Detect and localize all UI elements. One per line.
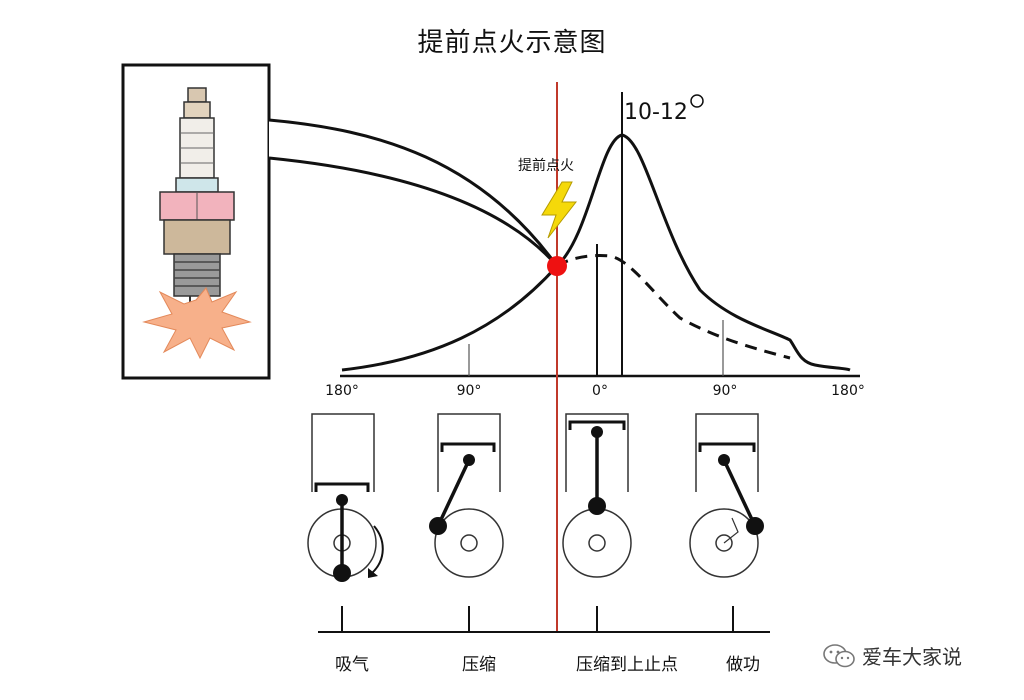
pressure-curve [341, 133, 851, 372]
motoring-curve [556, 254, 791, 360]
compression-stroke-diagram [429, 413, 504, 578]
watermark: 爱车大家说 [822, 641, 962, 670]
power-stroke-diagram [689, 413, 764, 578]
stroke-label-power: 做功 [726, 655, 760, 675]
watermark-text: 爱车大家说 [862, 645, 962, 669]
intake-stroke-diagram [307, 413, 384, 582]
explosion-icon [142, 287, 252, 360]
peak-angle-label: 10-12 [624, 100, 688, 125]
degree-symbol-icon [690, 94, 704, 108]
diagram-title: 提前点火示意图 [417, 28, 607, 58]
angle-label-180-right: 180° [831, 383, 865, 399]
angle-label-90-left: 90° [456, 383, 482, 399]
callout-wedge [268, 118, 559, 267]
angle-label-90-right: 90° [712, 383, 738, 399]
ignition-label: 提前点火 [518, 158, 574, 174]
stroke-label-intake: 吸气 [335, 655, 369, 675]
stroke-label-tdc: 压缩到上止点 [576, 655, 678, 675]
wechat-icon [823, 643, 855, 667]
angle-label-180-left: 180° [325, 383, 359, 399]
angle-label-0: 0° [592, 383, 608, 399]
ignition-point [547, 256, 567, 276]
spark-bolt-icon [541, 181, 578, 239]
tdc-stroke-diagram [562, 413, 632, 578]
spark-plug-icon [159, 87, 235, 307]
stroke-label-compression: 压缩 [462, 655, 496, 675]
